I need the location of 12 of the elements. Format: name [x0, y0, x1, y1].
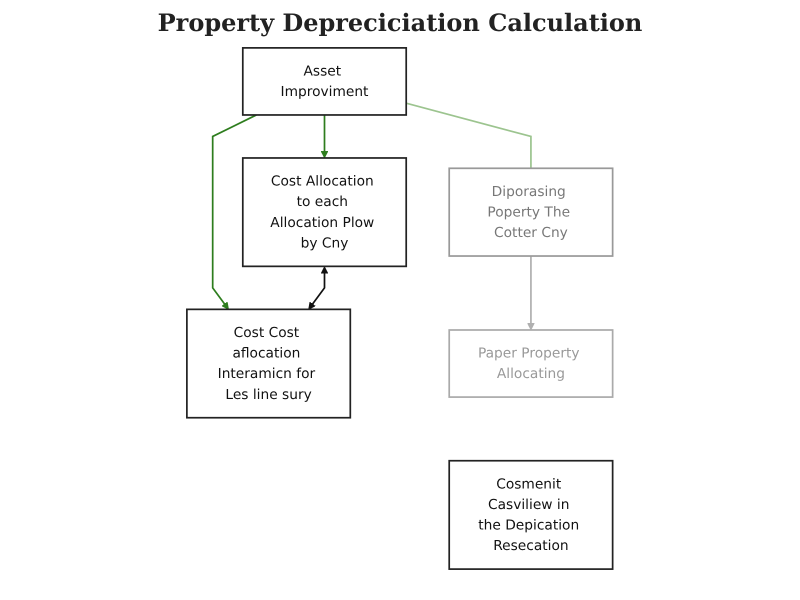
node-box: Asset Improviment — [242, 47, 408, 116]
node-box: Cost Allocation to each Allocation Plow by Cny — [242, 157, 408, 268]
arrow — [212, 114, 257, 310]
connector — [406, 102, 532, 168]
node-box: Diporasing Poperty The Cotter Cny — [448, 167, 614, 257]
node-box: Cost Cost aflocation Interamicn for Les line sury — [186, 308, 352, 419]
node-box: Paper Property Allocating — [448, 329, 614, 398]
arrow — [527, 256, 535, 330]
arrow — [308, 266, 329, 310]
arrow — [320, 114, 329, 158]
diagram-title: Property Depreciciation Calculation — [156, 8, 644, 37]
node-box: Cosmenit Casviliew in the Depication Resecation — [448, 460, 614, 570]
